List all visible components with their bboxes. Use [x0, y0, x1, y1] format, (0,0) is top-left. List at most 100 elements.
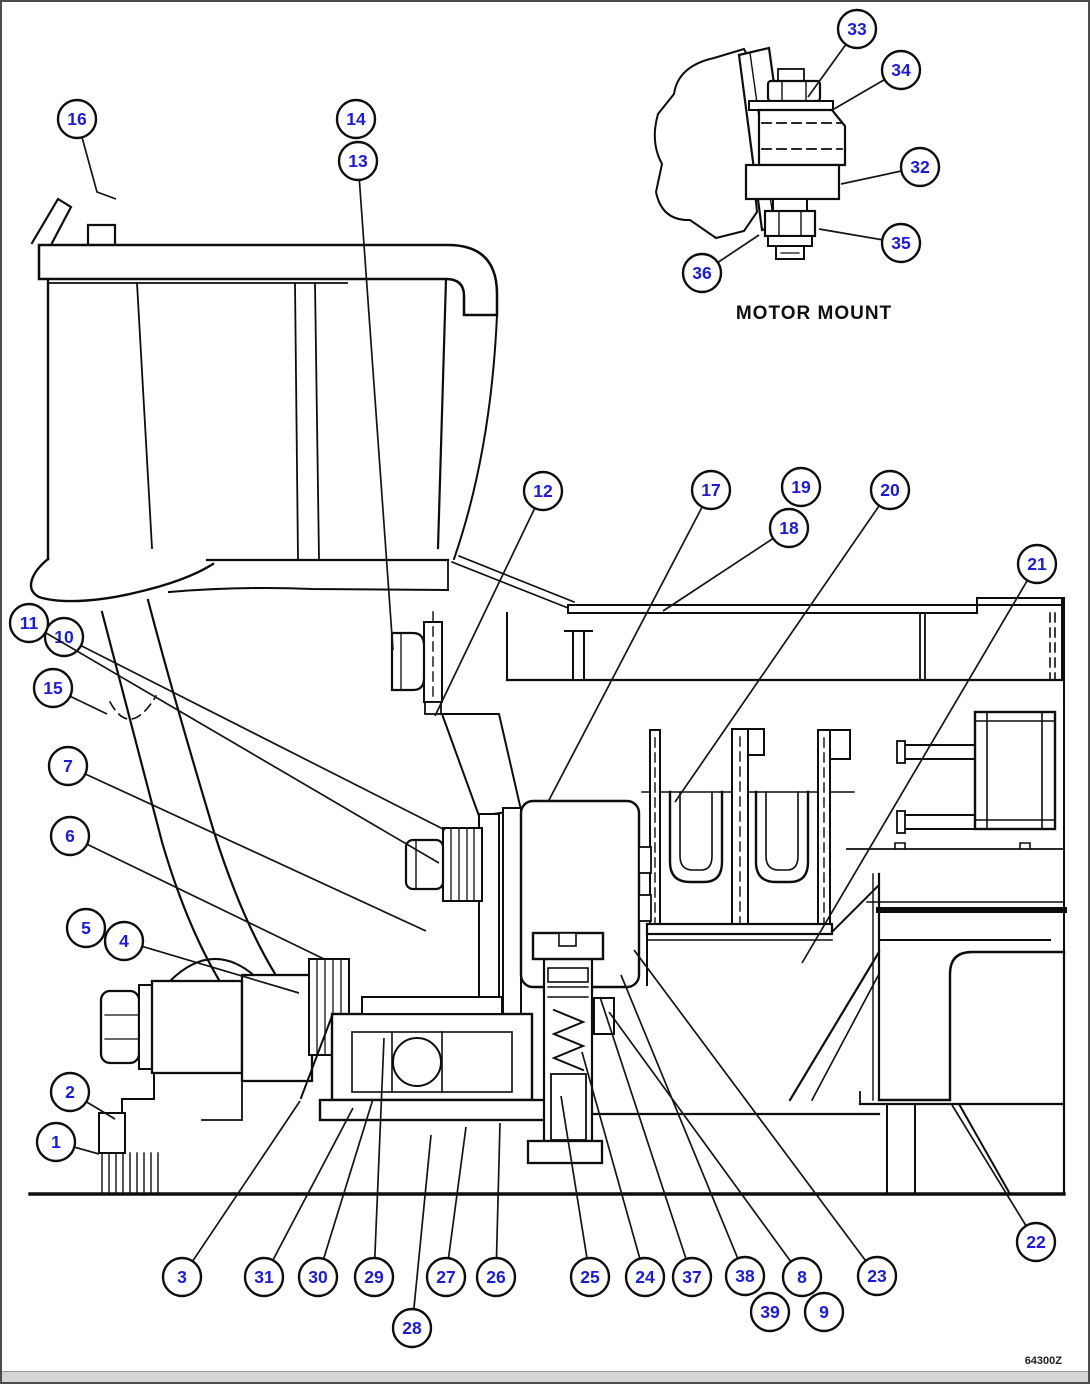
lower-left-assembly: [98, 958, 350, 1194]
callout-19: 19: [780, 466, 822, 508]
leader-line-27: [445, 1126, 467, 1278]
callout-22: 22: [951, 1104, 1057, 1263]
callout-30: 30: [297, 1098, 374, 1298]
callout-circle-39: [749, 1291, 791, 1333]
leader-line-28: [411, 1134, 432, 1329]
callout-circle-23: [856, 1255, 898, 1297]
callout-circle-17: [690, 469, 732, 511]
callout-circle-31: [243, 1256, 285, 1298]
mount-bolt: [748, 68, 834, 111]
callout-27: 27: [425, 1126, 467, 1298]
callout-number-4: 4: [119, 931, 129, 951]
callout-circle-21: [1016, 543, 1058, 585]
chock-assembly: [641, 728, 881, 986]
callout-number-13: 13: [348, 151, 368, 171]
leader-line-30: [317, 1098, 374, 1278]
callout-number-14: 14: [346, 109, 366, 129]
drawing-code: 64300Z: [1025, 1355, 1063, 1367]
callout-26: 26: [475, 1122, 517, 1298]
callout-number-9: 9: [819, 1302, 829, 1322]
callout-number-28: 28: [402, 1318, 422, 1338]
callout-5: 5: [65, 907, 107, 949]
leader-line-21: [801, 563, 1038, 964]
callout-number-15: 15: [43, 678, 63, 698]
frame-structure: [29, 197, 576, 610]
callout-circle-30: [297, 1256, 339, 1298]
callout-circle-28: [391, 1307, 433, 1349]
callout-number-5: 5: [81, 918, 91, 938]
callout-number-19: 19: [791, 477, 811, 497]
callout-13: 13: [337, 140, 394, 651]
callout-circle-4: [103, 920, 145, 962]
callout-circle-2: [49, 1071, 91, 1113]
callout-1: 1: [35, 1121, 100, 1163]
callout-3: 3: [161, 1100, 301, 1298]
callout-35: 35: [818, 222, 922, 264]
callout-number-7: 7: [63, 756, 73, 776]
inset-title: MOTOR MOUNT: [736, 303, 892, 324]
callout-circle-8: [781, 1256, 823, 1298]
callout-number-6: 6: [65, 826, 75, 846]
mount-rubber-block: [744, 108, 847, 212]
callout-34: 34: [833, 49, 922, 110]
callout-number-34: 34: [891, 60, 911, 80]
callout-number-17: 17: [701, 480, 720, 500]
callout-circle-19: [780, 466, 822, 508]
callout-circle-15: [32, 667, 74, 709]
right-frame: [846, 710, 1067, 1196]
callout-circle-9: [803, 1291, 845, 1333]
callout-2: 2: [49, 1071, 116, 1120]
leader-line-26: [495, 1122, 501, 1278]
callout-number-2: 2: [65, 1082, 75, 1102]
callout-number-26: 26: [486, 1267, 506, 1287]
callout-circle-1: [35, 1121, 77, 1163]
leader-line-25: [560, 1095, 591, 1278]
callout-18: 18: [662, 507, 810, 612]
callout-number-8: 8: [797, 1267, 807, 1287]
leader-line-11: [28, 622, 440, 864]
callout-circle-34: [880, 49, 922, 91]
callout-6: 6: [49, 815, 325, 960]
callout-circle-3: [161, 1256, 203, 1298]
callout-circle-22: [1015, 1221, 1057, 1263]
motor-mount-inset: MOTOR MOUNT: [653, 46, 892, 324]
callout-16: 16: [56, 98, 117, 200]
callout-23: 23: [633, 949, 898, 1297]
callout-number-3: 3: [177, 1267, 187, 1287]
callout-31: 31: [243, 1107, 354, 1298]
callout-25: 25: [560, 1095, 611, 1298]
spline-hatching: [101, 1152, 159, 1194]
leader-line-3: [181, 1100, 301, 1278]
callout-17: 17: [547, 469, 732, 803]
callout-11: 11: [8, 602, 440, 864]
leader-line-31: [263, 1107, 354, 1278]
callout-number-29: 29: [364, 1267, 384, 1287]
callout-29: 29: [353, 1037, 395, 1298]
leader-line-17: [547, 489, 712, 803]
callout-20: 20: [674, 469, 911, 803]
callout-circle-36: [681, 252, 723, 294]
callout-12: 12: [434, 470, 564, 717]
callout-circle-32: [899, 146, 941, 188]
callout-14: 14: [335, 98, 377, 140]
callout-number-36: 36: [692, 263, 712, 283]
callout-circle-5: [65, 907, 107, 949]
mount-rock-outline: [653, 47, 762, 240]
callout-circle-10: [43, 616, 85, 658]
callout-number-11: 11: [20, 613, 39, 633]
callout-number-32: 32: [910, 157, 930, 177]
callout-number-21: 21: [1027, 554, 1047, 574]
callout-circle-16: [56, 98, 98, 140]
leader-line-22: [951, 1104, 1037, 1243]
callout-number-35: 35: [891, 233, 911, 253]
leader-line-18: [662, 527, 790, 612]
callout-number-18: 18: [779, 518, 799, 538]
callout-circle-37: [671, 1256, 713, 1298]
callout-number-39: 39: [760, 1302, 780, 1322]
callout-number-30: 30: [308, 1267, 328, 1287]
callout-32: 32: [840, 146, 941, 188]
callout-circle-38: [724, 1255, 766, 1297]
callout-circle-20: [869, 469, 911, 511]
callout-circle-13: [337, 140, 379, 182]
